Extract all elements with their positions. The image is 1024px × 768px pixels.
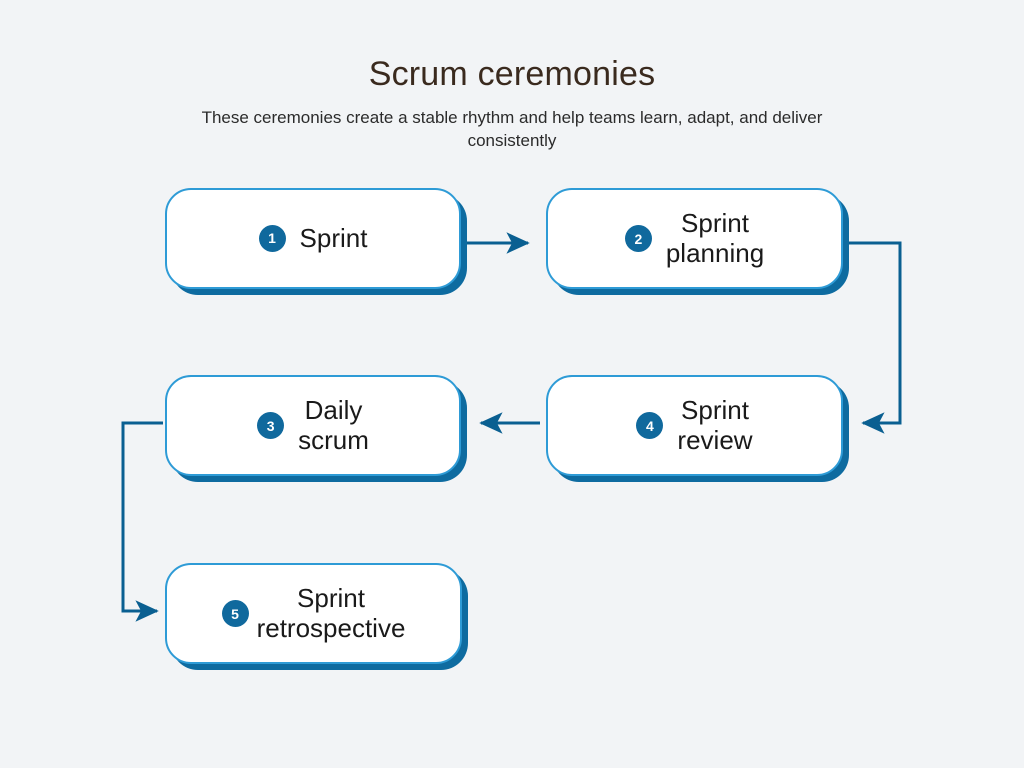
node-body: 1 Sprint: [165, 188, 461, 289]
flow-node-daily-scrum[interactable]: 3 Daily scrum: [165, 375, 467, 482]
node-body: 4 Sprint review: [546, 375, 843, 476]
page-subtitle: These ceremonies create a stable rhythm …: [201, 108, 823, 151]
step-number-badge: 2: [624, 225, 652, 252]
connector-3-to-5: [121, 421, 163, 622]
node-label: Daily scrum: [298, 395, 369, 455]
step-number-badge: 4: [636, 412, 664, 439]
flow-node-sprint-retrospective[interactable]: 5 Sprint retrospective: [165, 563, 468, 670]
flow-node-sprint-review[interactable]: 4 Sprint review: [546, 375, 849, 482]
step-number-badge: 1: [258, 224, 286, 252]
step-number-badge: 3: [257, 412, 285, 439]
connector-2-to-4: [849, 241, 902, 434]
node-label: Sprint retrospective: [256, 583, 406, 643]
flow-node-sprint-planning[interactable]: 2 Sprint planning: [546, 188, 849, 295]
node-label: Sprint review: [677, 395, 753, 455]
node-label: Sprint planning: [665, 208, 765, 268]
step-number-badge: 5: [221, 600, 249, 627]
page-title: Scrum ceremonies: [368, 55, 656, 93]
node-body: 2 Sprint planning: [546, 188, 843, 289]
node-label: Sprint: [299, 222, 368, 253]
node-body: 5 Sprint retrospective: [165, 563, 462, 664]
node-body: 3 Daily scrum: [165, 375, 461, 476]
flow-node-sprint[interactable]: 1 Sprint: [165, 188, 467, 295]
header: Scrum ceremonies These ceremonies create…: [0, 0, 1024, 153]
